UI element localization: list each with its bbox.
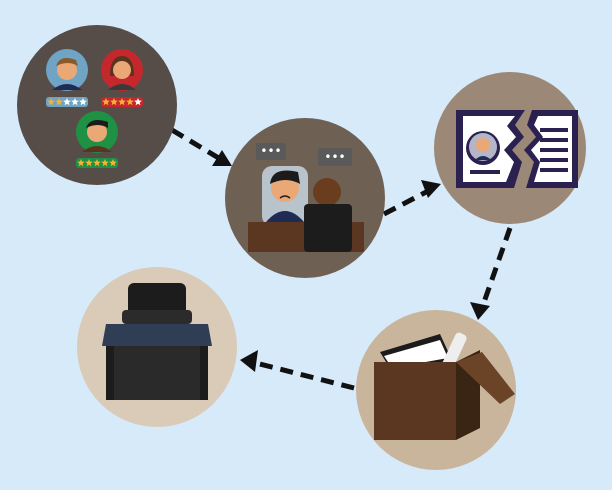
step-torn-id-card [434, 72, 586, 224]
dashed-arrows [170, 127, 513, 391]
star-empty-icon [63, 98, 71, 106]
star-filled-icon [109, 159, 117, 167]
star-filled-icon [126, 98, 134, 106]
star-filled-icon [77, 159, 85, 167]
svg-text:•••: ••• [324, 150, 345, 164]
star-filled-icon [110, 98, 118, 106]
rolled-paper [441, 332, 467, 372]
arrow-4-5 [251, 359, 355, 391]
employee-avatar-blue [46, 49, 88, 91]
star-empty-icon [71, 98, 79, 106]
speech-bubble-icon [318, 148, 352, 166]
arrow-2-3 [382, 187, 432, 217]
star-filled-icon [102, 98, 110, 106]
star-filled-icon [118, 98, 126, 106]
star-filled-icon [85, 159, 93, 167]
star-filled-icon [101, 159, 109, 167]
box-icon [374, 362, 456, 440]
star-empty-icon [134, 98, 142, 106]
star-filled-icon [47, 98, 55, 106]
arrow-3-4 [479, 227, 513, 309]
arrowhead-icon [240, 350, 258, 372]
star-empty-icon [79, 98, 87, 106]
step-employee-ratings [17, 25, 177, 185]
employee-avatar-red [101, 49, 143, 91]
star-filled-icon [93, 159, 101, 167]
star-filled-icon [55, 98, 63, 106]
arrow-1-2 [170, 127, 224, 163]
star-ratings [46, 97, 143, 168]
arrowhead-icon [470, 302, 490, 320]
arrowhead-icon [421, 180, 441, 198]
employee-back-head [313, 178, 341, 206]
empty-desk-icon [102, 324, 212, 346]
arrowheads [212, 150, 490, 372]
svg-text:•••: ••• [260, 144, 281, 158]
step-packed-box [356, 310, 516, 470]
box-flap [456, 352, 515, 404]
arrowhead-icon [212, 150, 232, 166]
step-manager-meeting: ••• ••• [225, 118, 385, 278]
sad-manager [271, 174, 299, 202]
speech-bubble-icon [256, 143, 286, 160]
employee-back-chair [304, 204, 352, 252]
step-empty-desk [77, 267, 237, 427]
employee-avatar-green [76, 111, 118, 153]
